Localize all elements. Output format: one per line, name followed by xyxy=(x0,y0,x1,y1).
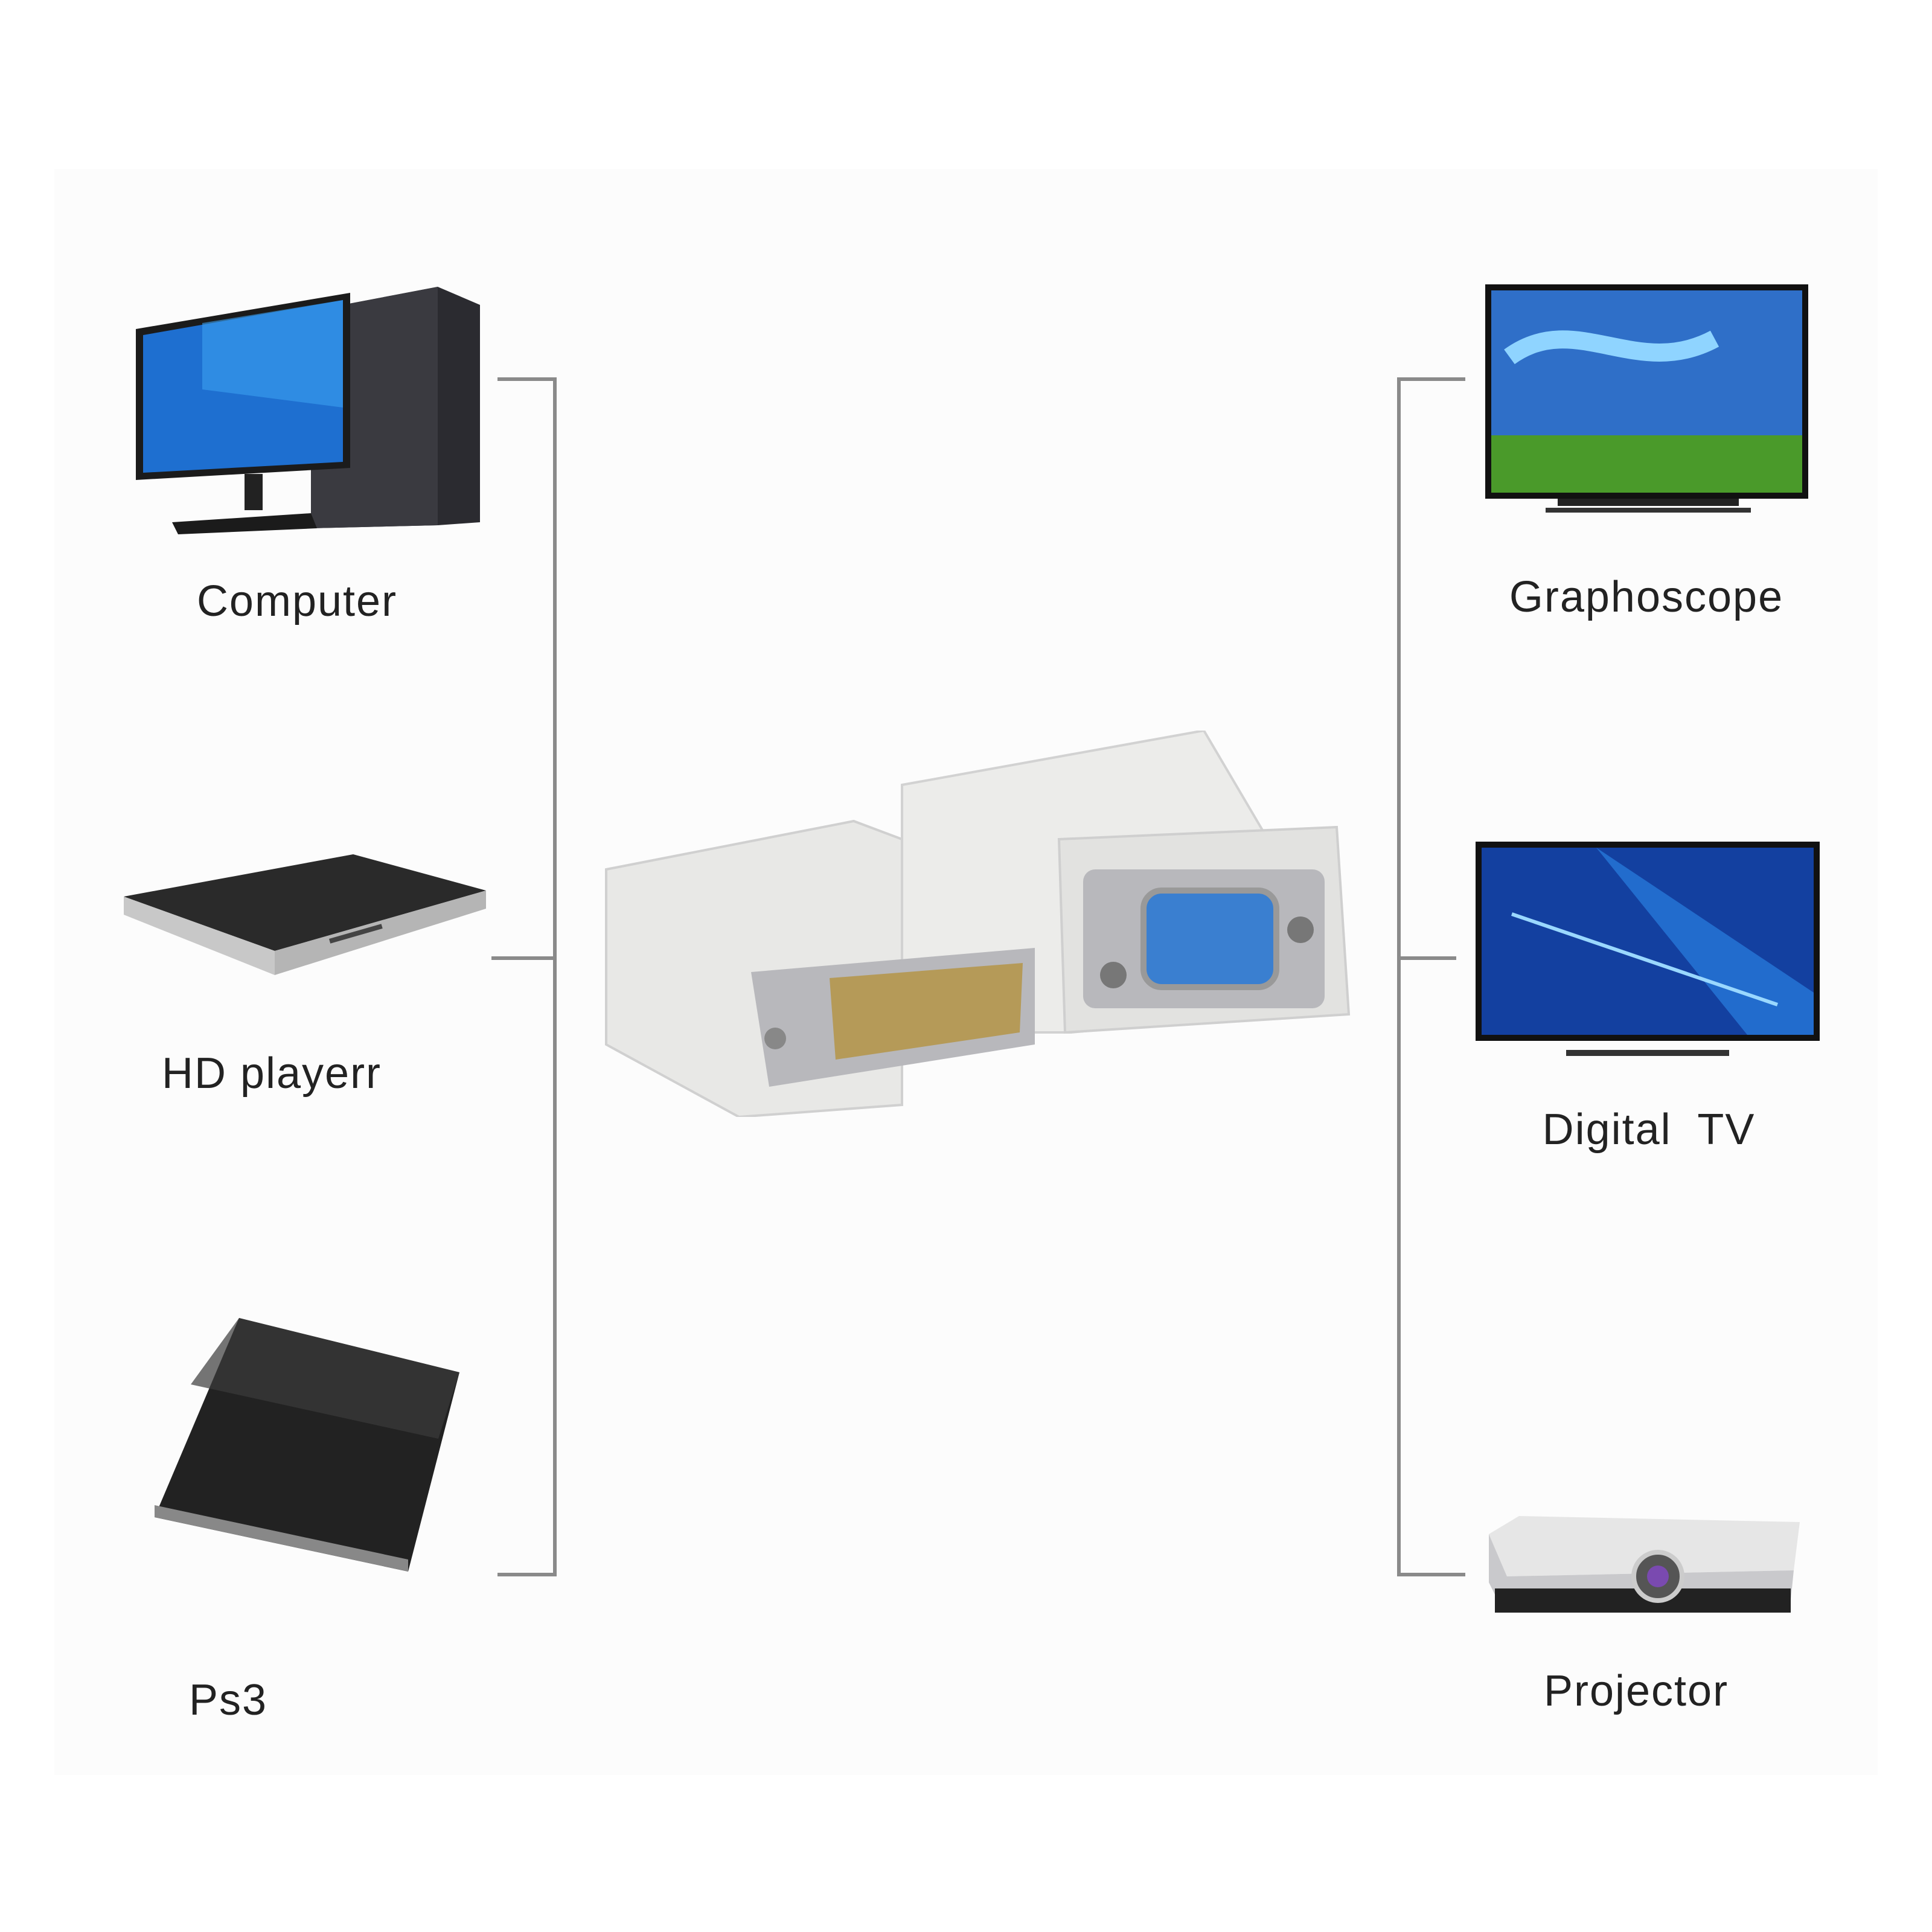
computer-icon xyxy=(136,287,480,534)
input-label-hd-player: HD playerr xyxy=(161,1049,382,1098)
hd-player-icon xyxy=(124,854,486,975)
output-label-graphoscope: Graphoscope xyxy=(1509,573,1784,621)
projector-icon xyxy=(1489,1516,1800,1613)
left-bracket-tick-bottom xyxy=(497,1573,557,1576)
left-bracket-tick-top xyxy=(497,377,557,381)
left-bracket-vertical xyxy=(553,379,557,1576)
right-bracket-tick-top xyxy=(1397,377,1465,381)
right-bracket-tick-middle xyxy=(1397,956,1456,960)
digital-tv-icon xyxy=(1476,842,1820,1056)
input-label-ps3: Ps3 xyxy=(188,1676,268,1724)
ps3-icon xyxy=(155,1318,459,1572)
right-bracket-vertical xyxy=(1397,379,1401,1576)
output-label-projector: Projector xyxy=(1543,1667,1729,1715)
input-label-computer: Computer xyxy=(196,577,398,625)
tv-icon xyxy=(1485,284,1808,513)
output-label-digital-tv: Digital TV xyxy=(1542,1105,1756,1154)
left-bracket-tick-middle xyxy=(491,956,557,960)
dvi-to-vga-adapter-image xyxy=(605,731,1351,1117)
right-bracket-tick-bottom xyxy=(1397,1573,1465,1576)
